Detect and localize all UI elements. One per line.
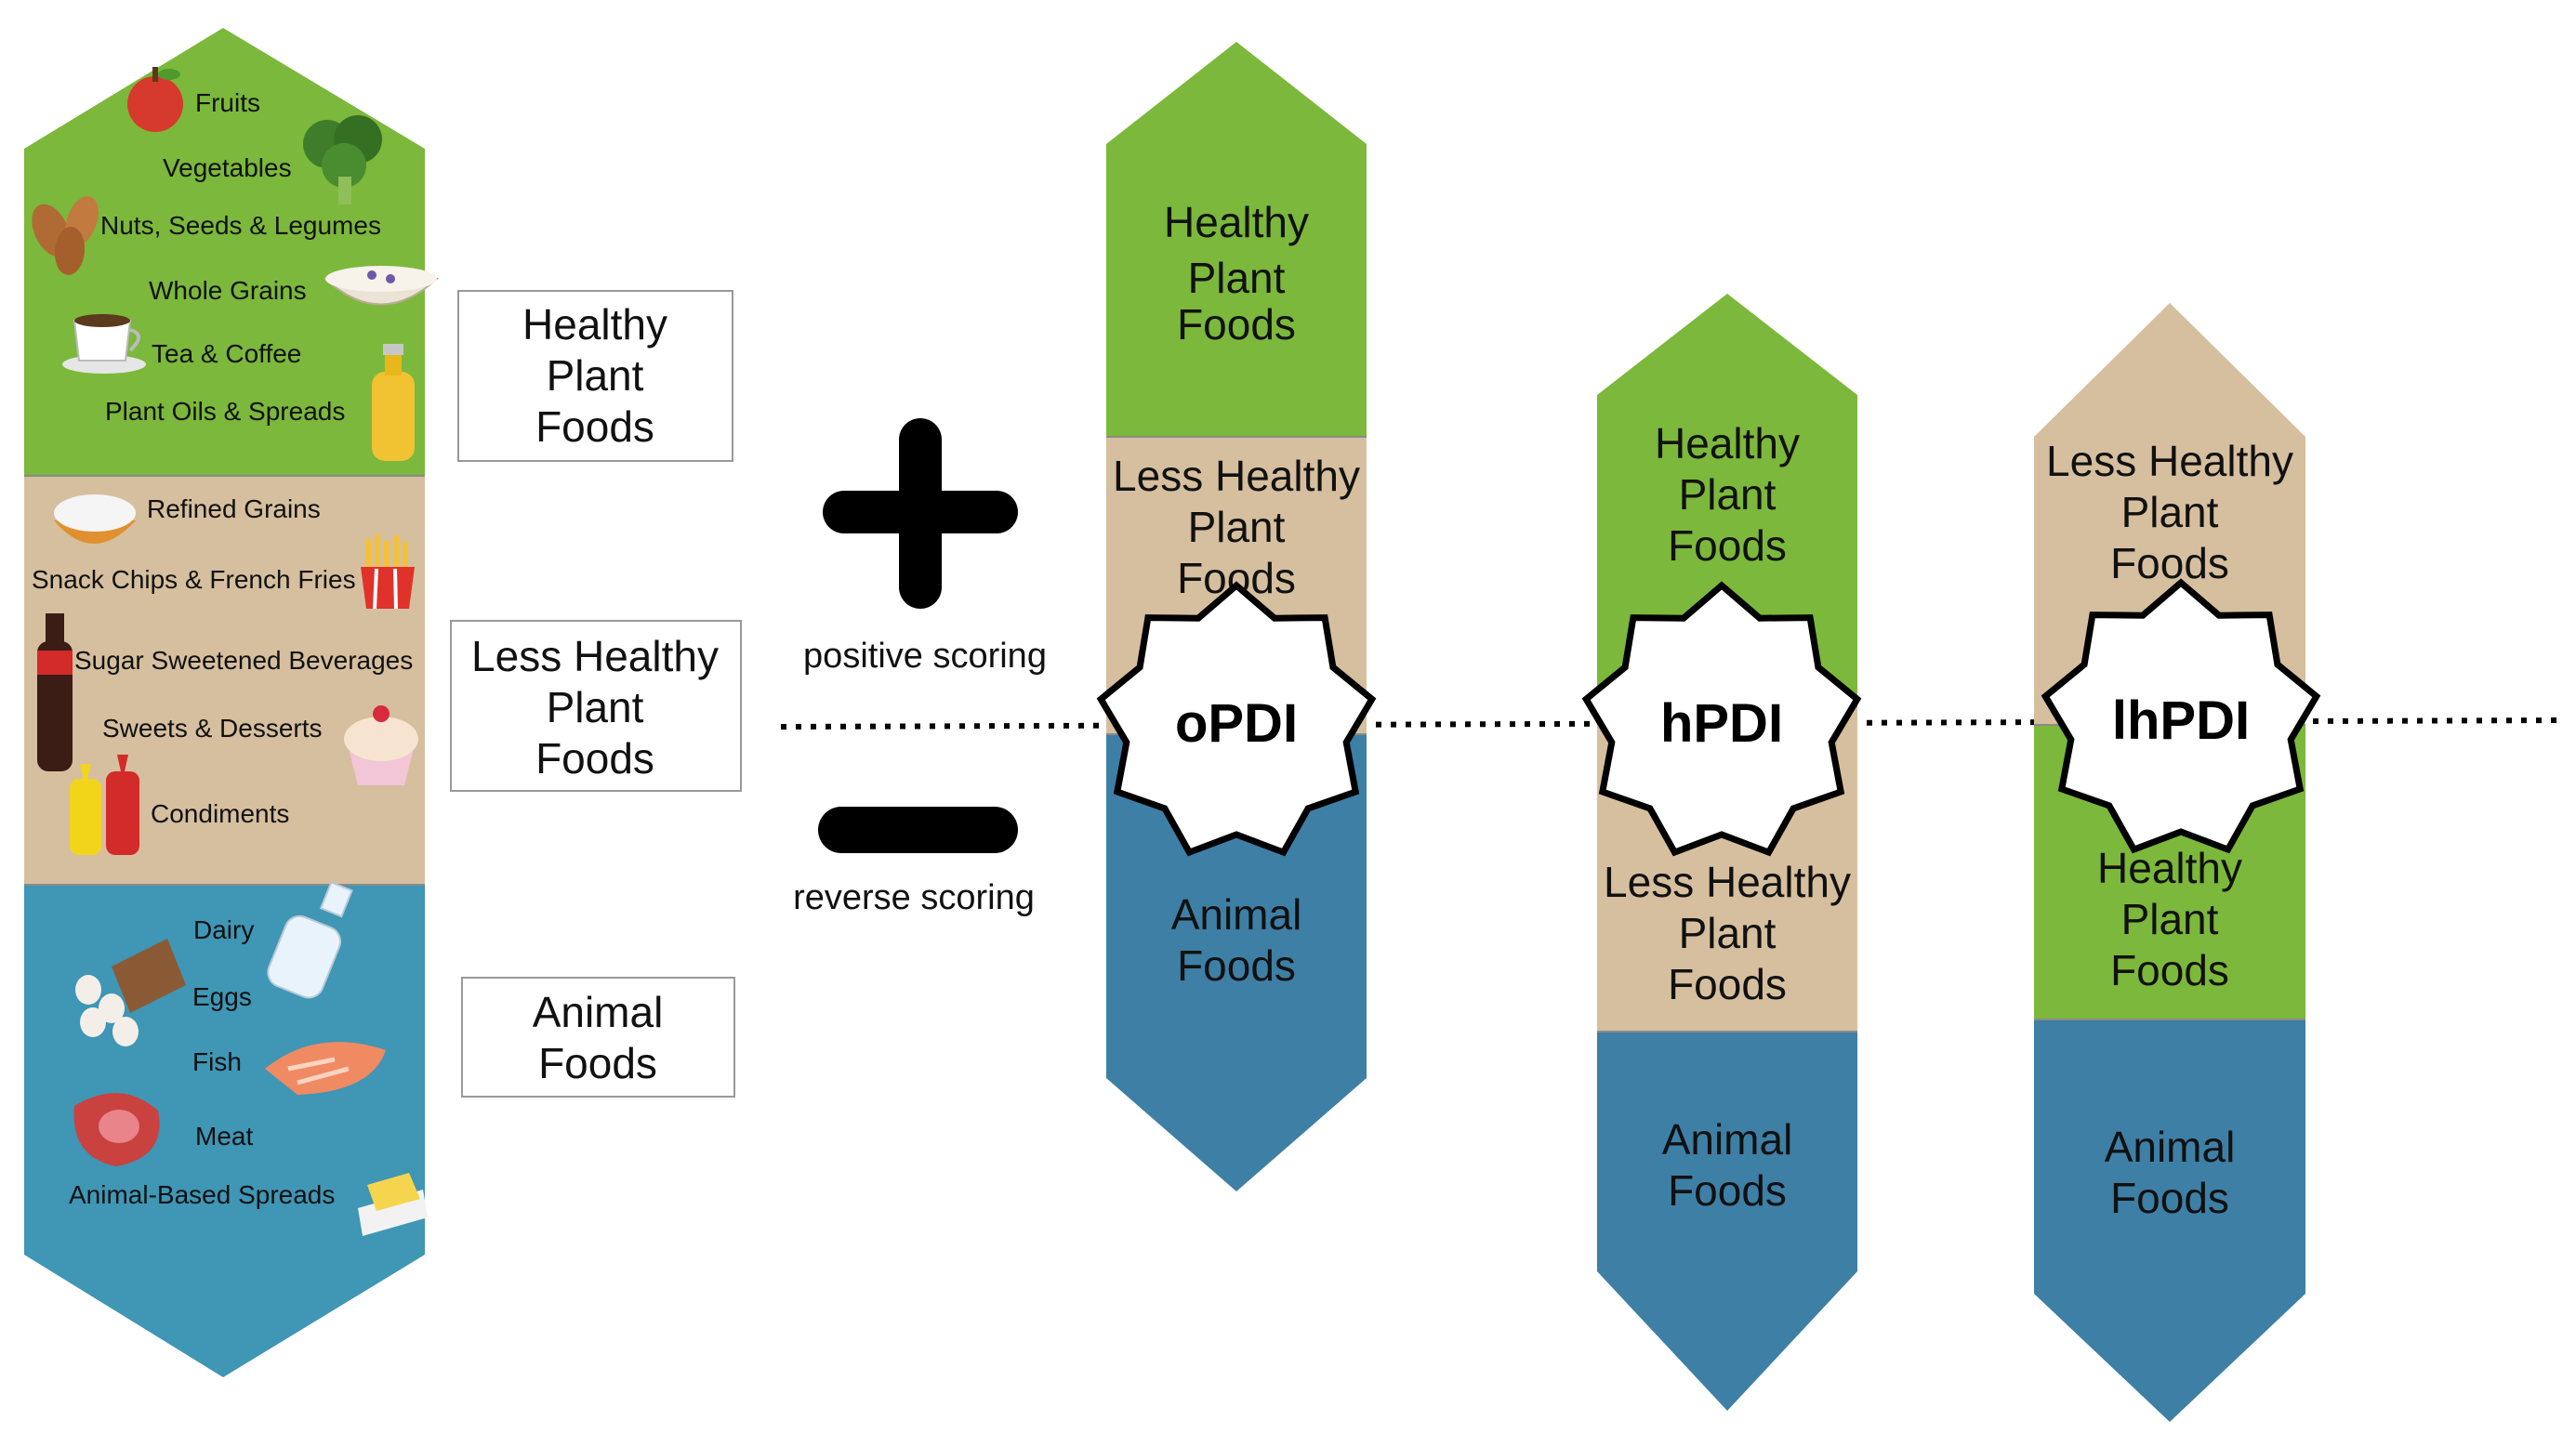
food-item-label: Refined Grains — [147, 494, 321, 523]
healthy-box-line: Healthy — [522, 300, 667, 349]
animal-segment — [2034, 1019, 2305, 1422]
index-badge-label: oPDI — [1175, 693, 1298, 754]
food-item-label: Meat — [195, 1122, 253, 1151]
healthy-box-line: Plant — [547, 351, 644, 400]
healthy-segment-label: Plant — [1188, 254, 1286, 302]
salmon-fillet-icon — [265, 1042, 386, 1095]
less-healthy-box-line: Plant — [547, 683, 644, 731]
animal-segment-label: Animal — [1171, 890, 1302, 939]
food-item-label: Eggs — [192, 982, 252, 1011]
animal-segment-label: Foods — [1177, 941, 1296, 990]
healthy-segment-label: Plant — [2121, 895, 2219, 943]
healthy-segment-label: Plant — [1679, 470, 1777, 519]
food-item-label: Tea & Coffee — [152, 339, 301, 368]
condiment-bottles-icon — [70, 755, 139, 855]
less-healthy-segment-label: Less Healthy — [2046, 437, 2293, 485]
animal-box-line: Animal — [533, 988, 664, 1036]
healthy-segment — [1597, 294, 1857, 706]
animal-box-line: Foods — [538, 1039, 657, 1087]
steak-icon — [73, 1093, 160, 1166]
oatmeal-bowl-icon — [323, 266, 440, 306]
animal-segment — [1597, 1032, 1857, 1411]
animal-segment-label: Animal — [1662, 1115, 1793, 1164]
index-badge — [1581, 581, 1862, 857]
healthy-segment-label: Foods — [1668, 521, 1787, 570]
healthy-plant-box — [457, 290, 733, 462]
less-healthy-segment-label: Plant — [1679, 909, 1777, 957]
index-column-lhPDI: Less HealthyPlantFoodsHealthyPlantFoodsA… — [2034, 303, 2321, 1422]
butter-icon — [358, 1173, 428, 1236]
index-badge — [2041, 578, 2321, 854]
food-item-label: Plant Oils & Spreads — [105, 397, 345, 426]
milk-bottle-icon — [267, 881, 353, 999]
food-item-label: Vegetables — [163, 153, 292, 182]
less-healthy-segment-label: Plant — [1188, 503, 1286, 551]
coffee-cup-icon — [62, 314, 146, 374]
healthy-segment — [1106, 42, 1367, 437]
less-healthy-segment-label: Less Healthy — [1604, 858, 1851, 906]
almonds-icon — [32, 196, 99, 275]
less-healthy-segment-label: Plant — [2121, 488, 2219, 536]
food-item-label: Fruits — [195, 88, 260, 117]
healthy-segment-label: Foods — [1177, 300, 1296, 349]
index-badge-label: hPDI — [1660, 693, 1783, 754]
less-healthy-box-line: Less Healthy — [471, 632, 719, 680]
animal-segment-label: Foods — [1668, 1166, 1787, 1215]
less-healthy-segment-label: Less Healthy — [1113, 452, 1360, 500]
broccoli-icon — [303, 115, 382, 204]
less-healthy-segment-label: Foods — [1668, 960, 1787, 1008]
less-healthy-box-line: Foods — [535, 734, 654, 783]
food-item-label: Whole Grains — [149, 276, 307, 305]
animal-segment — [1106, 734, 1367, 1191]
less-healthy-segment-label: Foods — [2110, 539, 2229, 587]
food-item-label: Fish — [192, 1047, 242, 1076]
category-boxes: Healthy Plant Foods Less Healthy Plant F… — [450, 290, 742, 1098]
minus-icon — [818, 807, 1018, 853]
apple-icon — [127, 67, 183, 132]
healthy-segment-label: Healthy — [1164, 198, 1309, 246]
index-badge-label: lhPDI — [2112, 691, 2250, 751]
rice-bowl-icon — [54, 494, 136, 544]
food-item-label: Condiments — [151, 799, 289, 828]
food-item-label: Dairy — [193, 915, 254, 944]
positive-scoring-label: positive scoring — [803, 637, 1047, 676]
healthy-segment-label: Healthy — [2097, 844, 2242, 892]
animal-segment-label: Animal — [2105, 1123, 2236, 1171]
french-fries-icon — [361, 534, 415, 610]
food-item-label: Nuts, Seeds & Legumes — [100, 211, 381, 240]
animal-foods-box — [461, 977, 735, 1098]
less-healthy-plant-box — [450, 620, 742, 792]
healthy-segment-label: Foods — [2110, 946, 2229, 994]
oil-bottle-icon — [372, 344, 415, 461]
plus-icon — [823, 418, 1018, 609]
animal-segment-label: Foods — [2110, 1174, 2229, 1222]
healthy-segment-label: Healthy — [1655, 419, 1800, 467]
cupcake-icon — [344, 705, 418, 785]
food-item-label: Sweets & Desserts — [102, 714, 323, 743]
food-item-label: Animal-Based Spreads — [69, 1180, 335, 1209]
reverse-scoring-label: reverse scoring — [793, 878, 1035, 917]
index-badge — [1096, 581, 1377, 857]
food-item-label: Snack Chips & French Fries — [32, 565, 356, 594]
eggs-carton-icon — [75, 939, 186, 1046]
soda-bottle-icon — [37, 613, 73, 771]
healthy-box-line: Foods — [535, 402, 654, 451]
food-item-label: Sugar Sweetened Beverages — [74, 646, 413, 675]
